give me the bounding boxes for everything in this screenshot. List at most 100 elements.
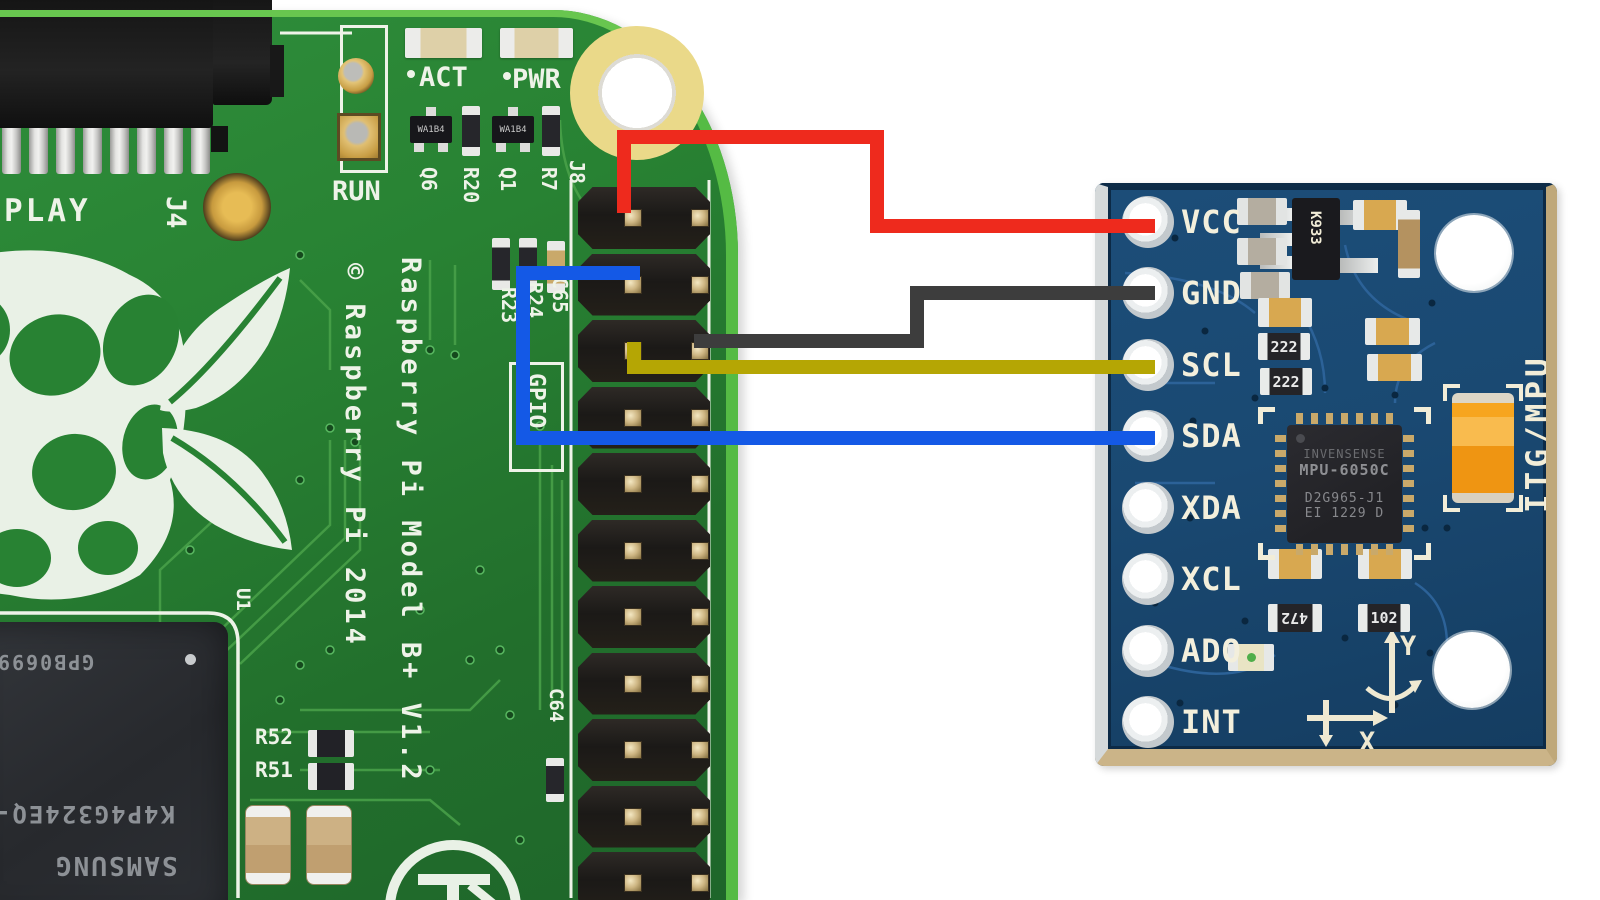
chip-date: EI 1229 D	[1304, 506, 1385, 521]
raspberry-logo	[0, 250, 292, 600]
ram-chip: GPB0699 K4P4G324EQ- SAMSUNG	[0, 622, 228, 900]
ram-brand: SAMSUNG	[54, 850, 178, 880]
mpu-pin-ado: ADO	[1122, 624, 1242, 677]
gpio-pin	[691, 874, 709, 892]
mpu-pin-vcc: VCC	[1122, 196, 1242, 248]
chip-pins-left	[1275, 431, 1286, 537]
gpio-pin	[691, 408, 709, 427]
gpio-pin	[624, 209, 642, 227]
gpio-header	[578, 187, 710, 900]
chip-part: MPU-6050C	[1299, 461, 1390, 479]
mounting-hole	[570, 26, 704, 160]
c65-label: C65	[548, 277, 572, 314]
capacitor	[1240, 272, 1290, 299]
gpio-pin	[691, 608, 709, 626]
r20-label: R20	[459, 167, 483, 204]
q1-marking: WA1B4	[499, 124, 527, 135]
model-text: Raspberry Pi Model B+ V1.2	[395, 257, 426, 784]
wire-gnd	[694, 286, 1155, 348]
capacitor-large-2	[306, 805, 352, 885]
mpu-pin-gnd: GND	[1122, 267, 1242, 320]
gpio-pin	[691, 741, 709, 759]
run-pad-square	[337, 113, 381, 161]
gpio-header-row	[578, 519, 710, 582]
display-connector-pin	[191, 116, 210, 174]
pcb-artwork	[0, 31, 711, 900]
display-connector	[0, 0, 213, 128]
run-pad-round	[338, 58, 374, 94]
regulator-marking: K933	[1307, 211, 1323, 245]
ram-outline	[0, 611, 240, 898]
act-led	[405, 28, 482, 58]
axis-x-label: X	[1359, 727, 1375, 758]
voltage-regulator	[1292, 198, 1340, 280]
power-led	[1228, 644, 1274, 671]
gpio-label: GPIO	[523, 373, 549, 429]
cap-bracket	[1506, 495, 1523, 512]
resistor-r7	[542, 106, 560, 156]
pin-label: SDA	[1181, 417, 1242, 456]
gpio-header-row	[578, 785, 710, 848]
display-connector-pin	[83, 116, 102, 174]
gpio-header-row	[578, 719, 710, 781]
display-connector-pin	[110, 116, 129, 174]
resistor-r23-part	[492, 238, 510, 290]
mpu-pin-scl: SCL	[1122, 338, 1242, 391]
display-connector-pin	[137, 116, 156, 174]
act-label: ACT	[419, 62, 468, 93]
gpio-pin	[624, 342, 642, 360]
r7-label: R7	[537, 167, 561, 192]
capacitor	[1237, 238, 1287, 265]
chip-bracket	[1414, 407, 1431, 424]
pwr-label: PWR	[512, 64, 561, 95]
pin-label: INT	[1181, 703, 1242, 742]
display-connector-pin	[164, 116, 183, 174]
mpu-pin-xda: XDA	[1122, 481, 1242, 534]
gpio-header-row	[578, 652, 710, 715]
pin-label: ADO	[1181, 631, 1242, 670]
pin-pad	[1122, 553, 1174, 606]
pwr-dot	[503, 72, 511, 80]
resistor-r52	[308, 730, 354, 757]
resistor-r51	[308, 763, 354, 790]
pin-label: XDA	[1181, 488, 1242, 527]
act-dot	[407, 70, 415, 78]
gpio-header-row	[578, 253, 710, 316]
display-connector-latch	[213, 0, 272, 105]
capacitor-large-1	[245, 805, 291, 885]
pwr-led	[500, 28, 573, 58]
resistor-222: 222	[1260, 368, 1312, 395]
gpio-pin	[691, 275, 709, 294]
gpio-pin	[624, 475, 642, 493]
chip-pins-right	[1403, 431, 1414, 537]
gpio-pin	[691, 475, 709, 493]
gpio-pin	[691, 342, 709, 360]
gpio-header-row	[578, 453, 710, 515]
resistor-102: 102	[1358, 604, 1410, 632]
tantalum-capacitor	[1452, 393, 1514, 503]
bottom-cert-logo	[385, 840, 521, 900]
display-connector-nub	[211, 126, 228, 152]
gpio-pin	[624, 541, 642, 560]
gpio-pin	[624, 741, 642, 759]
chip-pin1-dot	[1296, 434, 1305, 443]
cap-bracket	[1443, 384, 1460, 401]
c64-label: C64	[545, 688, 567, 723]
display-connector-pin	[29, 116, 48, 174]
pin-pad	[1122, 410, 1174, 463]
pin-label: XCL	[1181, 560, 1242, 599]
transistor-q1: WA1B4	[492, 107, 534, 152]
chip-bracket	[1258, 407, 1275, 424]
chip-lot: D2G965-J1	[1304, 491, 1385, 506]
ram-part-number: K4P4G324EQ-	[0, 800, 175, 828]
gpio-header-row	[578, 320, 710, 382]
gpio-pin	[691, 807, 709, 826]
mpu-pin-sda: SDA	[1122, 410, 1242, 463]
chip-bracket	[1258, 543, 1275, 560]
gpio-pin	[691, 209, 709, 227]
j4-label: J4	[160, 196, 191, 229]
gpio-pin	[624, 275, 642, 294]
run-header-outline	[340, 25, 388, 173]
module-hole-top	[1436, 215, 1512, 291]
